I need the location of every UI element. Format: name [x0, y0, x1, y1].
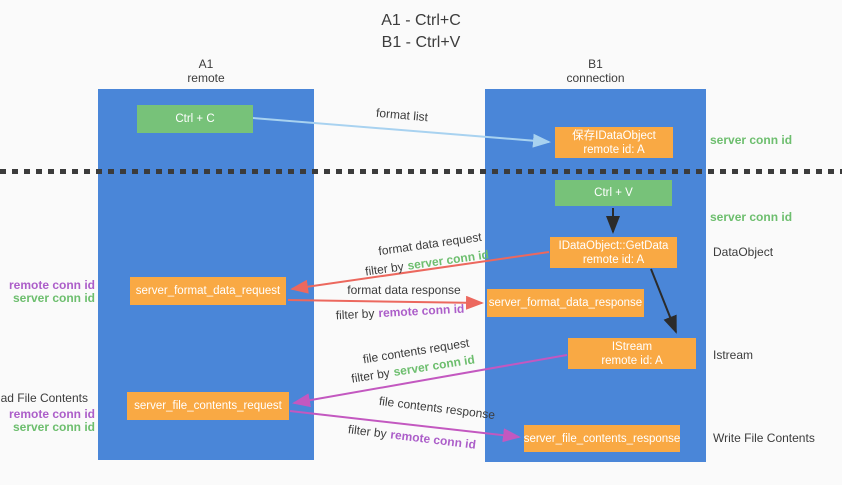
node-ctrl-v: Ctrl + V — [555, 180, 672, 206]
label-write-file-contents: Write File Contents — [713, 431, 815, 445]
label-remote-conn-id-left-2: remote conn id — [8, 407, 95, 421]
column-b1-role: connection — [566, 71, 625, 85]
diagram-title: A1 - Ctrl+C B1 - Ctrl+V — [0, 10, 842, 54]
label-remote-conn-id-left-1: remote conn id — [8, 278, 95, 292]
arrow-file-contents-response — [289, 410, 521, 443]
node-istream: IStream remote id: A — [568, 338, 696, 369]
node-istream-line2: remote id: A — [601, 354, 663, 367]
arrow-file-contents-request — [292, 354, 568, 408]
label-server-conn-id-right-1: server conn id — [710, 133, 793, 147]
node-istream-line1: IStream — [611, 340, 653, 353]
node-ctrl-c-label: Ctrl + C — [175, 113, 215, 125]
title-line-1: A1 - Ctrl+C — [381, 12, 461, 29]
node-idataobject-getdata: IDataObject::GetData remote id: A — [550, 237, 677, 268]
node-server-format-data-request: server_format_data_request — [130, 277, 286, 305]
column-a1-name: A1 — [198, 57, 214, 71]
node-file-request-label: server_file_contents_request — [134, 400, 282, 412]
node-save-idataobject: 保存IDataObject remote id: A — [555, 127, 673, 158]
label-istream: Istream — [713, 348, 754, 362]
node-getdata-line2: remote id: A — [582, 253, 645, 266]
node-getdata-line1: IDataObject::GetData — [558, 239, 669, 252]
node-format-response-label: server_format_data_response — [488, 297, 643, 309]
node-server-format-data-response: server_format_data_response — [487, 289, 644, 317]
node-format-request-label: server_format_data_request — [135, 285, 281, 297]
column-header-a1: A1 remote — [98, 57, 314, 85]
title-line-2: B1 - Ctrl+V — [381, 34, 461, 51]
node-server-file-contents-response: server_file_contents_response — [524, 425, 680, 452]
column-b1-name: B1 — [588, 57, 603, 71]
node-save-idataobject-line2: remote id: A — [583, 143, 645, 156]
node-server-file-contents-request: server_file_contents_request — [127, 392, 289, 420]
label-server-conn-id-right-2: server conn id — [710, 210, 793, 224]
arrow-format-list — [252, 117, 551, 148]
arrow-getdata-to-istream — [650, 268, 677, 334]
node-ctrl-v-label: Ctrl + V — [594, 187, 633, 199]
label-server-conn-id-left-2: server conn id — [12, 420, 95, 434]
arrow-format-data-request — [290, 251, 550, 294]
label-dataobject: DataObject — [713, 245, 774, 259]
session-divider-dotted-line — [0, 169, 842, 174]
label-read-file-contents: Read File Contents — [0, 391, 88, 405]
arrow-format-data-response — [287, 295, 484, 310]
label-format-data-response: format data response — [347, 283, 461, 297]
node-ctrl-c: Ctrl + C — [137, 105, 253, 133]
column-header-b1: B1 connection — [485, 57, 706, 85]
node-file-response-label: server_file_contents_response — [523, 432, 681, 445]
filter-by-text: filter by — [335, 306, 375, 323]
label-server-conn-id-left-1: server conn id — [12, 291, 95, 305]
column-a1-role: remote — [187, 71, 225, 85]
node-save-idataobject-line1: 保存IDataObject — [572, 129, 656, 142]
